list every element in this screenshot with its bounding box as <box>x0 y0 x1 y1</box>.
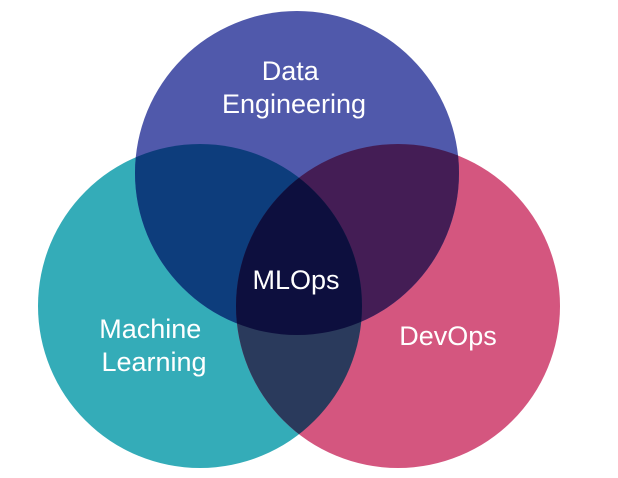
machine-learning-label: Machine Learning <box>99 314 209 377</box>
devops-label: DevOps <box>399 321 497 351</box>
machine-learning-label-line-1: Machine <box>99 314 201 344</box>
data-engineering-label-line-1: Data <box>262 56 320 86</box>
data-engineering-label: Data Engineering <box>222 56 366 119</box>
data-engineering-label-line-2: Engineering <box>222 89 366 119</box>
machine-learning-label-line-2: Learning <box>101 347 206 377</box>
mlops-label: MLOps <box>252 265 339 295</box>
mlops-overlap <box>236 144 362 335</box>
